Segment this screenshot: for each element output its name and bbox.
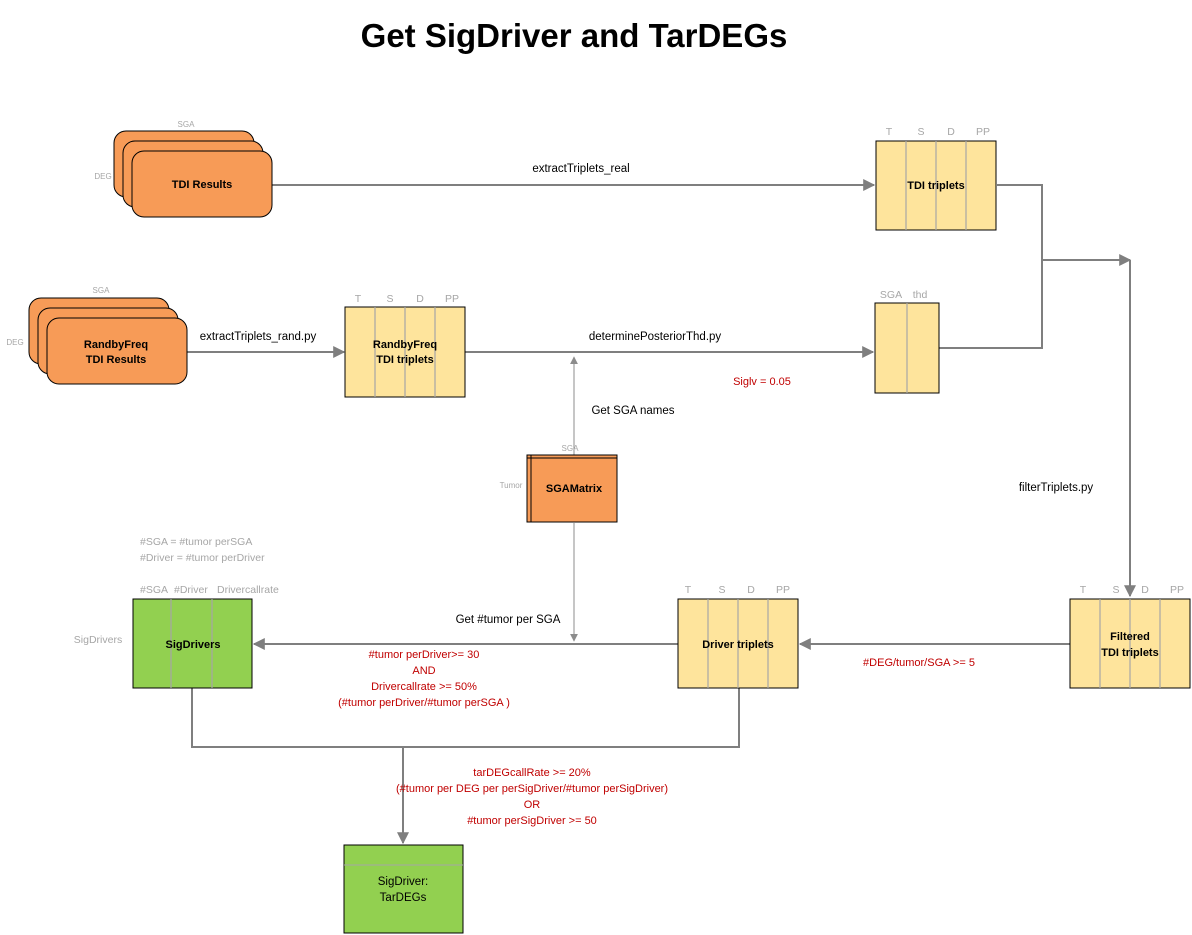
axis-label-deg: DEG [94,172,111,181]
edge-label-extract-real: extractTriplets_real [532,163,629,175]
column-header: PP [1170,584,1184,596]
tdi-triplets-table: T S D PP TDI triplets [875,126,997,231]
sga-matrix-label: SGAMatrix [546,483,603,495]
edge-label-get-tumor-per-sga: Get #tumor per SGA [456,614,561,626]
tardegs-label-1: SigDriver: [378,876,428,888]
column-header: PP [976,126,990,138]
edge-tdi-merge [997,184,1043,260]
edge-label-deg-threshold: #DEG/tumor/SGA >= 5 [863,657,975,669]
tardeg-criteria-line: tarDEGcallRate >= 20% [473,767,591,779]
filtered-triplets-table: T S D PP Filtered TDI triplets [1069,584,1191,689]
column-header: D [747,584,755,596]
column-header: T [355,293,362,305]
edge-label-get-sga-names: Get SGA names [591,405,674,417]
randbyfreq-results-stack: SGA DEG RandbyFreq TDI Results [6,286,188,385]
column-header: #Driver [174,584,208,596]
axis-label-deg: DEG [6,338,23,347]
sigdrivers-note: #SGA = #tumor perSGA [140,536,252,548]
column-header: S [718,584,725,596]
axis-label-tumor: Tumor [500,481,523,490]
randbyfreq-results-front [46,317,188,385]
randbyfreq-triplets-table: T S D PP RandbyFreq TDI triplets [344,293,466,398]
filtered-triplets-label-2: TDI triplets [1101,647,1158,659]
axis-label-sga: SGA [93,286,111,295]
edge-label-extract-rand: extractTriplets_rand.py [200,331,317,343]
driver-criteria-line: Drivercallrate >= 50% [371,681,477,693]
driver-triplets-table: T S D PP Driver triplets [677,584,799,689]
tardegs-label-2: TarDEGs [380,892,427,904]
tdi-triplets-label: TDI triplets [907,180,964,192]
column-header: D [947,126,955,138]
tdi-results-stack: SGA DEG TDI Results [94,120,273,218]
page-title: Get SigDriver and TarDEGs [361,17,788,54]
tdi-results-label: TDI Results [172,179,233,191]
edge-thd-merge [939,260,1043,349]
sigdrivers-box [132,598,253,689]
edge-label-filter-triplets: filterTriplets.py [1019,482,1094,494]
column-header: D [1141,584,1149,596]
tardeg-criteria-line: #tumor perSigDriver >= 50 [467,815,597,827]
driver-criteria-line: (#tumor perDriver/#tumor perSGA ) [338,697,510,709]
driver-criteria-line: #tumor perDriver>= 30 [369,649,480,661]
driver-triplets-label: Driver triplets [702,639,774,651]
tardeg-criteria-line: (#tumor per DEG per perSigDriver/#tumor … [396,783,668,795]
sigdrivers-note: #Driver = #tumor perDriver [140,552,265,564]
column-header: S [386,293,393,305]
edge-bottom-bracket [191,688,740,748]
sigdriver-tardegs-table: SigDriver: TarDEGs [343,844,464,934]
column-header: S [1112,584,1119,596]
column-header: T [685,584,692,596]
column-header: Drivercallrate [217,584,279,596]
edge-label-siglv: Siglv = 0.05 [733,376,791,388]
column-header: PP [776,584,790,596]
column-header: T [886,126,893,138]
tardeg-criteria-line: OR [524,799,541,811]
driver-criteria-line: AND [412,665,435,677]
column-header: T [1080,584,1087,596]
column-header: #SGA [140,584,168,596]
axis-label-sga: SGA [562,444,580,453]
randbyfreq-results-label-1: RandbyFreq [84,339,148,351]
column-header: PP [445,293,459,305]
edge-label-determine-thd: determinePosteriorThd.py [589,331,722,343]
sigdrivers-table: #SGA = #tumor perSGA #Driver = #tumor pe… [74,536,279,689]
tdi-results-front [131,150,273,218]
column-header: thd [913,289,928,301]
sga-matrix-box [526,454,618,523]
sigdrivers-label: SigDrivers [165,639,220,651]
column-header: S [917,126,924,138]
randbyfreq-triplets-label-2: TDI triplets [376,354,433,366]
axis-label-sga: SGA [178,120,196,129]
randbyfreq-triplets-label-1: RandbyFreq [373,339,437,351]
randbyfreq-results-label-2: TDI Results [86,354,147,366]
sga-matrix: SGA Tumor SGAMatrix [500,444,618,523]
threshold-table: SGA thd [874,289,940,394]
column-header: D [416,293,424,305]
sigdrivers-side-label: SigDrivers [74,634,122,646]
tardegs-box [343,844,464,934]
filtered-triplets-label-1: Filtered [1110,631,1150,643]
column-header: SGA [880,289,902,301]
